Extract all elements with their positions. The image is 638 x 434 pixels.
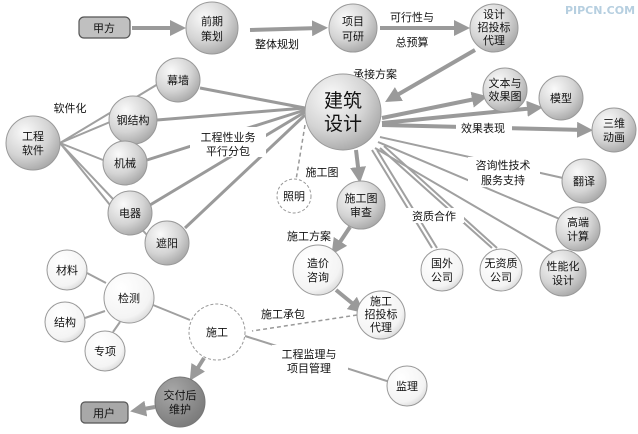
label-kexing-2: 总预算 bbox=[396, 35, 429, 49]
svg-text:动画: 动画 bbox=[603, 131, 625, 144]
node-qianqi[interactable]: 前期 策划 bbox=[185, 1, 239, 55]
node-shigong-zhaotoubiao[interactable]: 施工 招投标 代理 bbox=[356, 290, 406, 340]
svg-text:效果图: 效果图 bbox=[489, 89, 522, 103]
svg-text:施工: 施工 bbox=[370, 295, 392, 308]
svg-text:代理: 代理 bbox=[483, 34, 505, 47]
svg-text:咨询: 咨询 bbox=[307, 270, 329, 284]
svg-text:策划: 策划 bbox=[201, 29, 223, 43]
label-zixun-2: 服务支持 bbox=[481, 173, 525, 187]
svg-text:翻译: 翻译 bbox=[573, 174, 595, 188]
svg-text:软件: 软件 bbox=[22, 143, 44, 157]
node-gongcheng-ruanjian[interactable]: 工程 软件 bbox=[5, 115, 61, 171]
node-shigong[interactable]: 施工 bbox=[188, 303, 246, 361]
svg-text:模型: 模型 bbox=[550, 91, 572, 105]
node-zheyang[interactable]: 遮阳 bbox=[144, 220, 190, 266]
svg-text:造价: 造价 bbox=[307, 256, 329, 270]
node-zhaoming[interactable]: 照明 bbox=[276, 178, 312, 214]
svg-text:监理: 监理 bbox=[396, 380, 418, 393]
node-fanyi[interactable]: 翻译 bbox=[561, 158, 607, 204]
svg-text:公司: 公司 bbox=[431, 271, 453, 284]
node-wenben[interactable]: 文本与 效果图 bbox=[482, 67, 528, 113]
svg-text:三维: 三维 bbox=[603, 117, 625, 130]
label-pingxing-1: 工程性业务 bbox=[201, 130, 256, 144]
svg-text:计算: 计算 bbox=[567, 229, 589, 243]
svg-text:可研: 可研 bbox=[342, 30, 364, 43]
svg-text:维护: 维护 bbox=[169, 402, 191, 416]
node-yonghu[interactable]: 用户 bbox=[80, 401, 129, 424]
svg-text:高端: 高端 bbox=[567, 215, 589, 229]
label-shigong-fangan: 施工方案 bbox=[287, 229, 331, 243]
node-jiance[interactable]: 检测 bbox=[103, 272, 155, 324]
node-sheji-zhaotoubiao[interactable]: 设计 招投标 代理 bbox=[469, 3, 519, 53]
svg-text:文本与: 文本与 bbox=[489, 76, 522, 90]
svg-text:结构: 结构 bbox=[54, 315, 76, 329]
label-zixun-1: 咨询性技术 bbox=[476, 158, 531, 172]
svg-text:钢结构: 钢结构 bbox=[117, 113, 150, 127]
node-xingneng[interactable]: 性能化 设计 bbox=[539, 249, 587, 297]
node-wuzizhi[interactable]: 无资质 公司 bbox=[479, 248, 523, 292]
edge-labels: 整体规划 可行性与 总预算 承接方案 软件化 工程性业务 平行分包 效果表现 施… bbox=[54, 10, 540, 375]
svg-text:公司: 公司 bbox=[490, 271, 512, 284]
svg-text:项目: 项目 bbox=[342, 15, 364, 28]
nodes: 甲方 前期 策划 项目 可研 设计 招投标 代理 建筑 设计 幕墙 钢结构 工程… bbox=[5, 1, 637, 428]
node-gangjiegou[interactable]: 钢结构 bbox=[108, 95, 158, 145]
node-xiangmu[interactable]: 项目 可研 bbox=[328, 3, 378, 53]
svg-text:国外: 国外 bbox=[431, 257, 453, 270]
label-zizhi: 资质合作 bbox=[412, 209, 456, 223]
svg-text:施工图: 施工图 bbox=[345, 192, 378, 205]
label-jianli-1: 工程监理与 bbox=[282, 348, 337, 361]
svg-text:照明: 照明 bbox=[283, 190, 305, 203]
svg-text:招投标: 招投标 bbox=[478, 20, 511, 34]
svg-text:设计: 设计 bbox=[324, 113, 362, 135]
svg-text:代理: 代理 bbox=[370, 321, 392, 334]
node-sanwei[interactable]: 三维 动画 bbox=[591, 107, 637, 153]
svg-text:工程: 工程 bbox=[22, 130, 44, 143]
label-pingxing-2: 平行分包 bbox=[206, 145, 250, 158]
node-gaoduan[interactable]: 高端 计算 bbox=[555, 206, 601, 252]
label-kexing-1: 可行性与 bbox=[390, 10, 434, 24]
node-muqiang[interactable]: 幕墙 bbox=[155, 57, 201, 103]
svg-text:审查: 审查 bbox=[350, 205, 372, 219]
node-shigongtu-shencha[interactable]: 施工图 审查 bbox=[336, 180, 386, 230]
svg-text:用户: 用户 bbox=[93, 406, 115, 420]
svg-text:电器: 电器 bbox=[119, 207, 141, 220]
node-jiaofu[interactable]: 交付后 维护 bbox=[154, 376, 206, 428]
node-zaojia[interactable]: 造价 咨询 bbox=[292, 244, 344, 296]
svg-text:交付后: 交付后 bbox=[164, 388, 197, 402]
node-jianli[interactable]: 监理 bbox=[386, 365, 428, 407]
node-moxing[interactable]: 模型 bbox=[538, 75, 584, 121]
svg-text:无资质: 无资质 bbox=[485, 257, 518, 270]
watermark: PIPCN.COM bbox=[565, 4, 635, 17]
svg-text:设计: 设计 bbox=[483, 8, 505, 21]
svg-text:遮阳: 遮阳 bbox=[156, 236, 178, 250]
svg-text:材料: 材料 bbox=[56, 263, 78, 277]
svg-text:检测: 检测 bbox=[118, 291, 140, 305]
svg-text:甲方: 甲方 bbox=[93, 21, 115, 35]
svg-text:前期: 前期 bbox=[201, 14, 223, 28]
label-chengjie: 承接方案 bbox=[353, 67, 397, 81]
label-shigongtu: 施工图 bbox=[306, 166, 339, 179]
label-ruanjianhua: 软件化 bbox=[54, 101, 87, 115]
label-shigong-chengbao: 施工承包 bbox=[261, 308, 305, 321]
label-zhengti: 整体规划 bbox=[255, 37, 299, 51]
svg-text:专项: 专项 bbox=[94, 344, 116, 358]
node-jixie[interactable]: 机械 bbox=[102, 140, 148, 186]
svg-text:施工: 施工 bbox=[206, 326, 228, 339]
label-jianli-2: 项目管理 bbox=[287, 361, 331, 375]
svg-text:建筑: 建筑 bbox=[324, 90, 362, 112]
node-jiegou[interactable]: 结构 bbox=[44, 301, 86, 343]
svg-text:招投标: 招投标 bbox=[365, 307, 398, 321]
node-cailiao[interactable]: 材料 bbox=[46, 249, 88, 291]
svg-text:性能化: 性能化 bbox=[547, 259, 580, 273]
node-zhuanxiang[interactable]: 专项 bbox=[84, 330, 126, 372]
node-jianzhu-sheji[interactable]: 建筑 设计 bbox=[304, 73, 382, 151]
node-jiafang[interactable]: 甲方 bbox=[78, 16, 131, 39]
node-dianqi[interactable]: 电器 bbox=[107, 190, 153, 236]
svg-text:设计: 设计 bbox=[552, 274, 574, 287]
node-guowai[interactable]: 国外 公司 bbox=[420, 248, 464, 292]
svg-text:幕墙: 幕墙 bbox=[167, 73, 189, 87]
svg-text:机械: 机械 bbox=[114, 156, 136, 170]
label-xiaoguo: 效果表现 bbox=[461, 121, 505, 135]
